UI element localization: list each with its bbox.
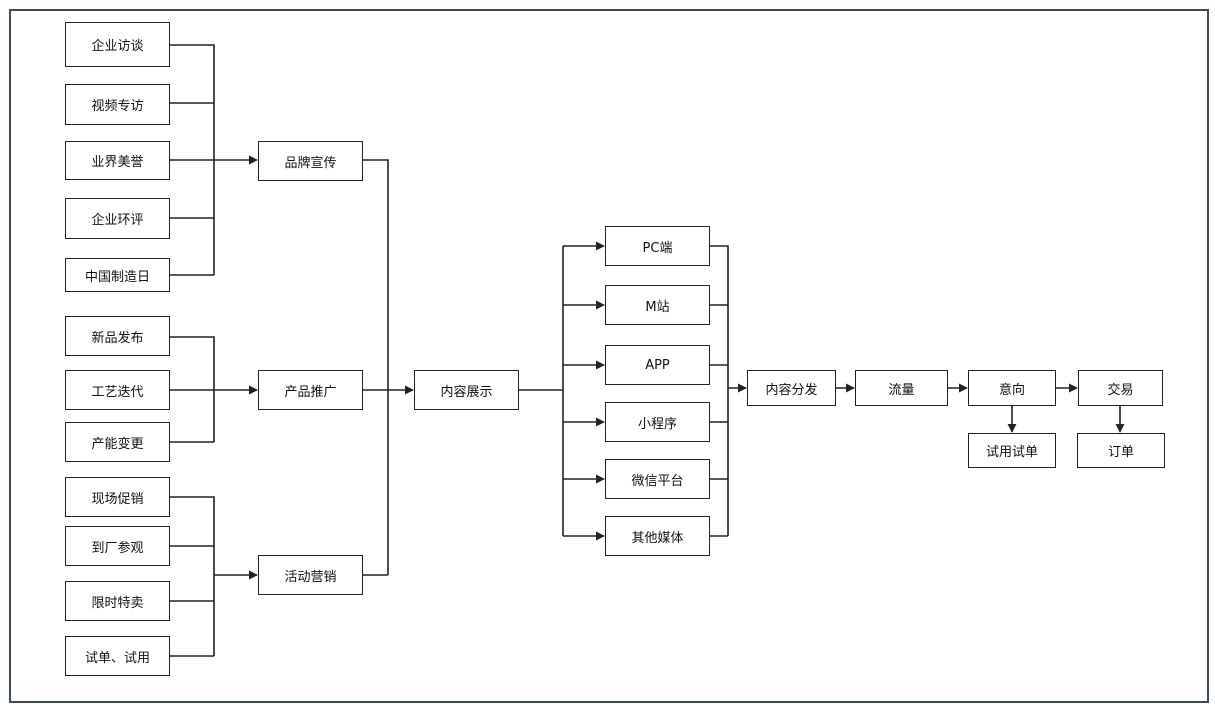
node-content-display: 内容展示 [414,370,519,410]
connector [710,245,729,537]
node-china-manufacturing-day: 中国制造日 [65,258,170,292]
node-trial-use: 试用试单 [968,433,1056,468]
node-traffic: 流量 [855,370,948,406]
connector [363,159,389,576]
connector [519,246,564,536]
node-onsite-promotion: 现场促销 [65,477,170,517]
node-flash-sale: 限时特卖 [65,581,170,621]
node-process-iteration: 工艺迭代 [65,370,170,410]
node-transaction: 交易 [1078,370,1163,406]
connector [170,336,215,443]
node-factory-visit: 到厂参观 [65,526,170,566]
node-new-product-launch: 新品发布 [65,316,170,356]
node-event-marketing: 活动营销 [258,555,363,595]
node-content-distribution: 内容分发 [747,370,836,406]
node-capacity-change: 产能变更 [65,422,170,462]
connector [170,44,215,276]
node-brand-promotion: 品牌宣传 [258,141,363,181]
node-video-interview: 视频专访 [65,84,170,125]
node-channel-other-media: 其他媒体 [605,516,710,556]
connector [170,496,215,657]
node-order: 订单 [1077,433,1165,468]
node-channel-wechat: 微信平台 [605,459,710,499]
node-channel-mini-program: 小程序 [605,402,710,442]
node-environmental-review: 企业环评 [65,198,170,239]
node-industry-reputation: 业界美誉 [65,141,170,180]
node-channel-mobile-site: M站 [605,285,710,325]
node-intention: 意向 [968,370,1056,406]
node-product-promotion: 产品推广 [258,370,363,410]
node-enterprise-interview: 企业访谈 [65,22,170,67]
node-channel-pc: PC端 [605,226,710,266]
node-trial-order: 试单、试用 [65,636,170,676]
node-channel-app: APP [605,345,710,385]
